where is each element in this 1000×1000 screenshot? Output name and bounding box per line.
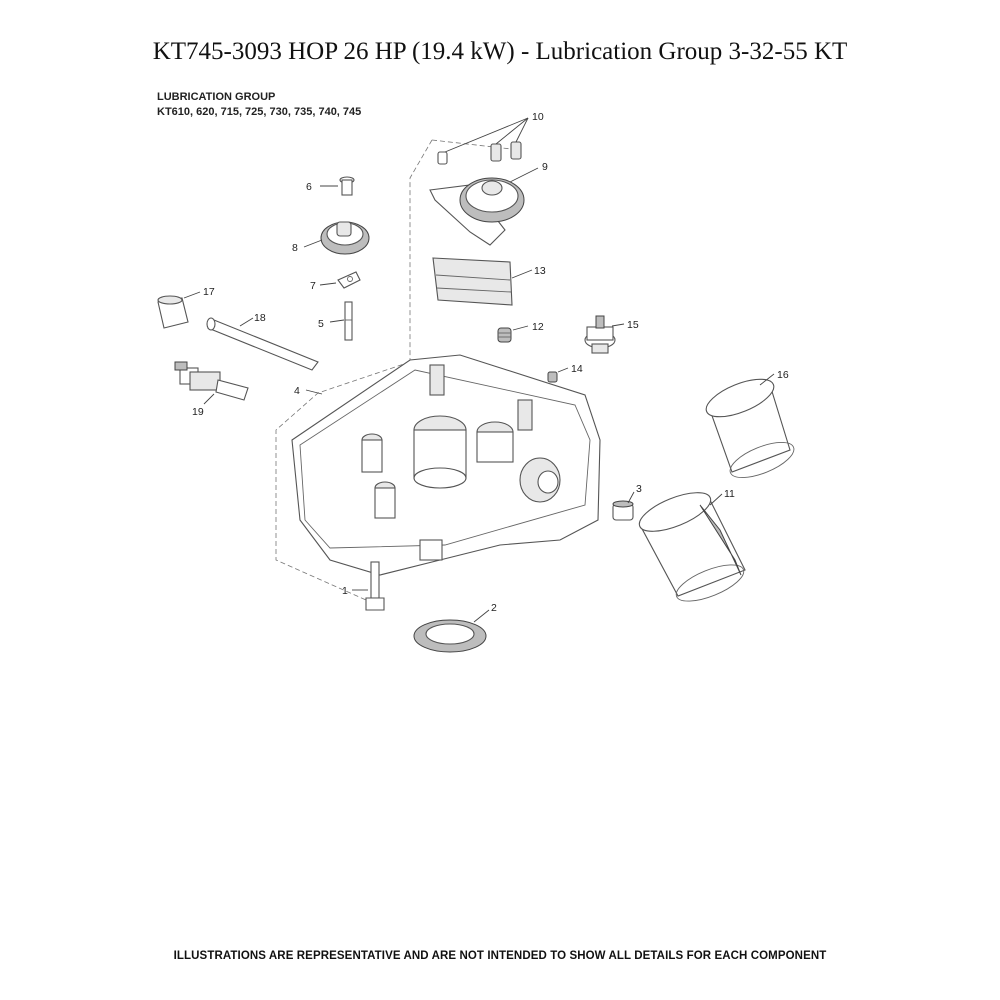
part-3-fitting	[612, 491, 635, 521]
callout-7: 7	[310, 280, 316, 292]
part-18-tube	[206, 317, 319, 371]
part-4-oil-pan	[291, 354, 601, 576]
part-11-oil-filter	[638, 492, 746, 602]
callout-13: 13	[534, 265, 546, 277]
part-5-shaft	[329, 301, 353, 341]
part-15-pressure-switch	[584, 315, 625, 354]
part-14-plug	[547, 367, 569, 383]
callout-4: 4	[294, 385, 300, 397]
part-17-sleeve	[157, 291, 201, 329]
callout-6: 6	[306, 181, 312, 193]
callout-10: 10	[532, 111, 544, 123]
part-7-clip	[319, 271, 361, 289]
part-10-plugs	[437, 117, 529, 165]
group-heading-title: LUBRICATION GROUP	[157, 91, 276, 103]
callout-14: 14	[571, 363, 583, 375]
callout-1: 1	[342, 585, 348, 597]
callout-16: 16	[777, 369, 789, 381]
part-12-spring	[497, 325, 529, 343]
part-9-oil-pump-gear	[429, 167, 539, 246]
part-13-baffle	[432, 257, 533, 306]
callout-12: 12	[532, 321, 544, 333]
part-19-fitting	[174, 361, 249, 405]
assembly-guide-lines	[275, 139, 521, 601]
part-8-gear	[303, 221, 370, 255]
callout-5: 5	[318, 318, 324, 330]
callout-9: 9	[542, 161, 548, 173]
group-heading: LUBRICATION GROUP KT610, 620, 715, 725, …	[157, 90, 361, 120]
part-6-pin	[320, 176, 355, 196]
callout-2: 2	[491, 602, 497, 614]
disclaimer-footer: ILLUSTRATIONS ARE REPRESENTATIVE AND ARE…	[173, 950, 827, 962]
callout-19: 19	[192, 406, 204, 418]
callout-8: 8	[292, 242, 298, 254]
part-16-oil-filter	[705, 373, 795, 478]
callout-17: 17	[203, 286, 215, 298]
group-heading-models: KT610, 620, 715, 725, 730, 735, 740, 745	[157, 106, 362, 118]
part-1-bolt	[352, 561, 385, 611]
callout-18: 18	[254, 312, 266, 324]
callout-11: 11	[724, 488, 735, 500]
callout-15: 15	[627, 319, 639, 331]
part-2-seal	[413, 609, 490, 653]
callout-3: 3	[636, 483, 642, 495]
page-title: KT745-3093 HOP 26 HP (19.4 kW) - Lubrica…	[152, 38, 848, 65]
